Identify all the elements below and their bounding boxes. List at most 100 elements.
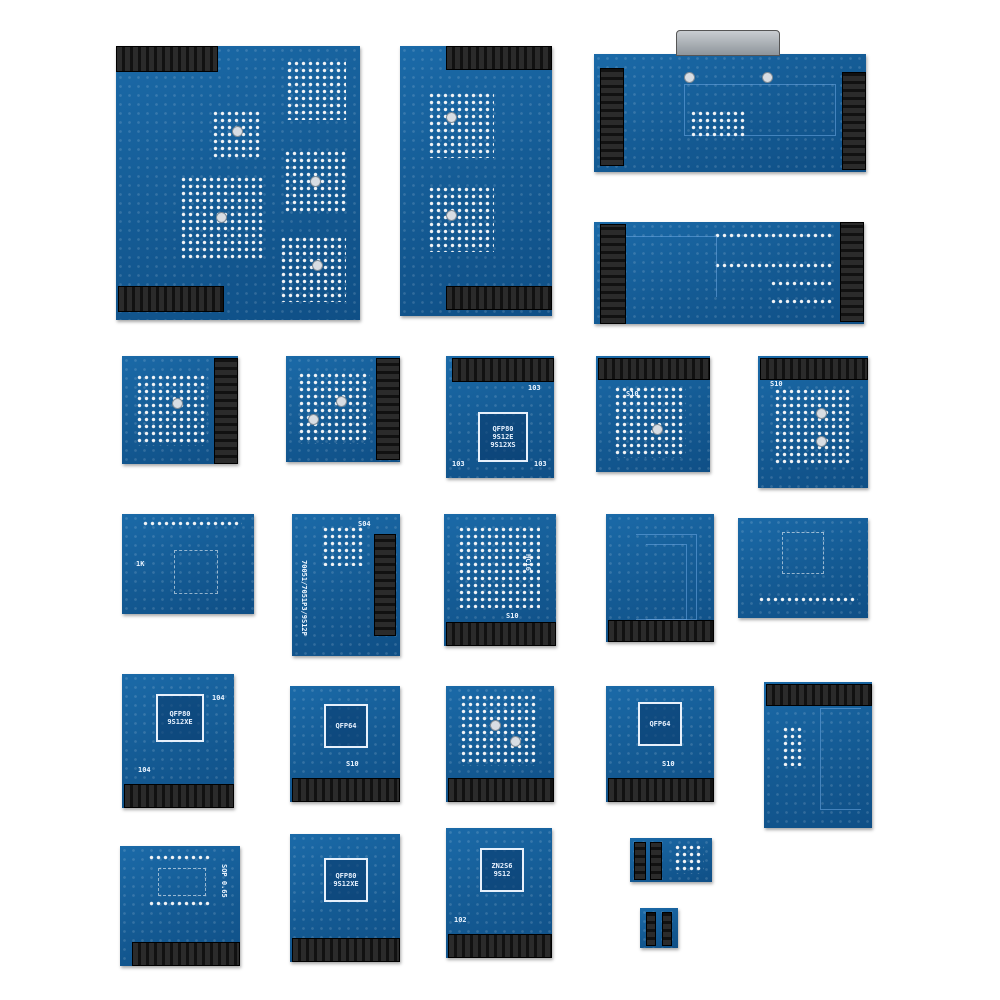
- pin-header: [446, 286, 552, 310]
- pin-header: [376, 358, 400, 460]
- plcc-adapter-board-3: S10: [596, 356, 710, 472]
- pin-header: [598, 358, 710, 380]
- mounting-hole: [684, 72, 695, 83]
- mounting-hole: [490, 720, 501, 731]
- plcc-socket-pads: [460, 694, 538, 766]
- chip-label: ZN2S6: [491, 862, 513, 870]
- mounting-hole: [310, 176, 321, 187]
- component-label: S10: [346, 760, 359, 768]
- chip-sublabel: 9S12: [493, 870, 511, 878]
- pcb-trace: [626, 236, 717, 297]
- pin-header: [214, 358, 238, 464]
- sop-pads: [148, 900, 212, 908]
- large-adapter-board-left: [116, 46, 360, 320]
- pin-header: [374, 534, 396, 636]
- via-row: [770, 298, 834, 306]
- plcc-socket-pads: [614, 386, 686, 458]
- resistor-label: 103: [452, 460, 465, 468]
- sop-065-adapter-board: SOP 0.65: [120, 846, 240, 966]
- chip-label: QFP80: [492, 425, 514, 433]
- qfp80-chip-footprint: QFP80 9S12XE: [156, 694, 204, 742]
- part-number-label: 70051/7051P3/9S12P: [300, 560, 308, 636]
- hc16-adapter-board: HC16 S10: [444, 514, 556, 646]
- plcc-socket-pads: [286, 60, 346, 120]
- via-row: [770, 280, 834, 288]
- pin-header: [292, 938, 400, 962]
- qfp64-chip-footprint: QFP64: [638, 702, 682, 746]
- plcc-socket-pads: [428, 92, 494, 158]
- pin-header: [646, 912, 656, 946]
- header-breakout-board: [594, 222, 864, 324]
- mounting-hole: [510, 736, 521, 747]
- pin-header: [448, 778, 554, 802]
- pin-header: [760, 358, 868, 380]
- trace-adapter-board: [606, 514, 714, 642]
- qfp64-chip-footprint: QFP64: [324, 704, 368, 748]
- pin-header: [662, 912, 672, 946]
- qfp-breakout-board: 1K: [122, 514, 254, 614]
- mounting-hole: [232, 126, 243, 137]
- qfp80-9s12xe-adapter-board: QFP80 9S12XE 104 104: [122, 674, 234, 808]
- qfp64-adapter-board-1: QFP64 S10: [290, 686, 400, 802]
- qfp80-9s12e-adapter-board: QFP80 9S12E 9S12XS 103 103 103: [446, 356, 554, 478]
- plcc-socket-pads: [136, 374, 208, 446]
- component-label: S10: [506, 612, 519, 620]
- mounting-hole: [312, 260, 323, 271]
- qfp80-9s12xe-adapter-board-2: QFP80 9S12XE: [290, 834, 400, 962]
- sop-pads: [148, 854, 212, 862]
- qfp-outline: [782, 532, 824, 574]
- plcc-adapter-board-1: [122, 356, 238, 464]
- resistor-label: 103: [534, 460, 547, 468]
- pin-header: [118, 286, 224, 312]
- pin-header: [600, 224, 626, 324]
- large-adapter-board-middle: [400, 46, 552, 316]
- resistor-label: 102: [454, 916, 467, 924]
- pin-header: [452, 358, 554, 382]
- component-label: S10: [626, 390, 639, 398]
- resistor-label: 1K: [136, 560, 145, 568]
- qfp64-adapter-board-2: QFP64 S10: [606, 686, 714, 802]
- soic8-adapter-board: [630, 838, 712, 882]
- resistor-label: 104: [138, 766, 151, 774]
- component-pads: [782, 726, 804, 766]
- sop-pads: [674, 844, 704, 874]
- via-row: [758, 596, 858, 604]
- pin-header: [840, 222, 864, 322]
- pin-header: [446, 46, 552, 70]
- chip-label: QFP80: [335, 872, 357, 880]
- dip8-adapter-board: [640, 908, 678, 948]
- component-label: S10: [662, 760, 675, 768]
- pin-header: [842, 72, 866, 170]
- pin-header: [766, 684, 872, 706]
- db9-adapter-board: [594, 54, 866, 172]
- pcb-trace: [646, 544, 687, 620]
- pin-header: [292, 778, 400, 802]
- pin-header: [446, 622, 556, 646]
- pin-header: [650, 842, 662, 880]
- pin-header: [116, 46, 218, 72]
- package-label: SOP 0.65: [220, 864, 228, 898]
- mounting-hole: [336, 396, 347, 407]
- pin-header: [448, 934, 552, 958]
- pin-header: [608, 778, 714, 802]
- plcc-hc16-adapter-board: S10: [758, 356, 868, 488]
- pin-header: [608, 620, 714, 642]
- resistor-label: 104: [212, 694, 225, 702]
- component-label: S04: [358, 520, 371, 528]
- plcc-adapter-board-2: [286, 356, 400, 462]
- plcc-socket-pads: [298, 372, 370, 444]
- resistor-label: 103: [528, 384, 541, 392]
- sop-outline: [158, 868, 206, 896]
- plcc-socket-pads: [774, 388, 852, 466]
- pin-header: [600, 68, 624, 166]
- component-pads: [690, 110, 746, 138]
- pin-header: [124, 784, 234, 808]
- plcc-socket-pads: [428, 186, 494, 252]
- chip-sublabel: 9S12XE: [333, 880, 359, 888]
- trace-header-adapter-board: [764, 682, 872, 828]
- zn2s6-adapter-board: ZN2S6 9S12 102: [446, 828, 552, 958]
- qfp-outline: [174, 550, 218, 594]
- pcb-trace: [820, 708, 861, 810]
- mounting-hole: [652, 424, 663, 435]
- via-row: [142, 520, 242, 528]
